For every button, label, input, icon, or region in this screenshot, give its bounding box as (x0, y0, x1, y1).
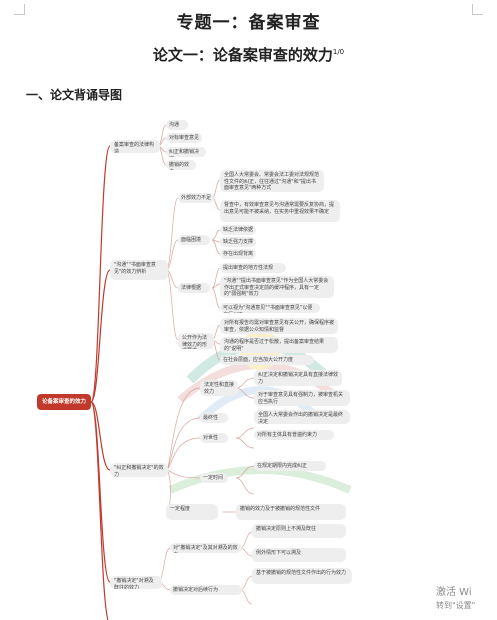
branch-node-correction-revocation: "纠正和撤销决定"的效力 (110, 463, 168, 477)
note-node: 对所有报告均需对审查意见有关公开，确保程序被审查，依据公众知情和监督 (220, 318, 338, 334)
note-node: 例外情形下可以溯及 (252, 548, 346, 562)
sub-node: 公开作为法律效力的形式要求 (178, 333, 214, 349)
note-node: 缺乏强力支撑 (220, 237, 256, 247)
branch-node-legal-structure: 备案审查的法律构造 (110, 140, 160, 153)
note-node: 对所有主体具有普遍约束力 (254, 430, 334, 440)
page-corner-mark-left (14, 4, 25, 15)
paper-subtitle: 论文一：论备案审查的效力1/0 (152, 46, 345, 64)
note-node: 在规定期限内完成纠正 (254, 461, 326, 471)
sub-node: 一定时间 (200, 473, 228, 483)
sub-node: 外部效力不足 (178, 193, 214, 203)
leaf-node: 纠正和撤销决定 (166, 147, 206, 157)
note-node: 撤销的效力及于被撤销的规范性文件 (236, 504, 346, 520)
note-node: 全国人大常委会作出的撤销决定是最终决定 (254, 410, 350, 424)
mindmap-root-node: 论备案审查的效力 (37, 394, 91, 410)
note-node: 对于审查意见具有强制力，被审查机关应当执行 (254, 390, 350, 406)
subtitle-superscript: 1/0 (332, 48, 345, 56)
note-node: "沟通""提出书面审查意见"作为全国人大常委会作出正式审查决定前的缓冲程序，具有… (220, 276, 334, 298)
page-title: 专题一：备案审查 (176, 13, 321, 33)
note-node: 可以视为"沟通意见""书面审查意见"以便自行纠正 (220, 303, 320, 313)
note-node: 提出审查的地方性法规 (220, 263, 286, 273)
sub-node: 撤销决定对后续行为 (170, 585, 242, 595)
branch-node-communication-opinion: "沟通""书面审查意见"的效力辨析 (110, 260, 168, 280)
note-node: 存在出现背离 (220, 249, 256, 259)
section-heading: 一、论文背诵导图 (26, 88, 123, 102)
note-node: 在社会层面，应当加大公开力度 (220, 355, 314, 365)
system-activation-notice: 激活 Wi (436, 587, 472, 598)
system-activation-hint: 转到"设置" (436, 601, 476, 610)
sub-node: 面临困境 (178, 235, 210, 245)
sub-node: 最终性 (200, 413, 228, 423)
leaf-node: 沟通 (166, 120, 188, 130)
note-node: 缺乏法律依据 (220, 225, 256, 235)
sub-node: 对世性 (200, 433, 228, 443)
sub-node: 一定程度 (166, 504, 218, 520)
branch-node-retroactive-effect: "撤销决定"对溯及既往的效力 (110, 576, 162, 589)
note-node: 沟通的程序是否过于松散，提出备案审查结果的"说明" (220, 337, 338, 353)
sub-node: 对"撤销决定"及其对溯及的效力 (170, 543, 242, 553)
leaf-node: 撤销的效力 (166, 160, 196, 170)
sub-node: 法律根据 (178, 283, 210, 293)
note-node: 纠正决定和撤销决定具有直接法律效力 (254, 370, 342, 386)
note-node: 撤销决定原则上不溯及既往 (252, 524, 346, 538)
note-node: 全国人大常委会、常委会法工委对法规规范性文件的纠正，往往通过"沟通"和"提出书面… (220, 170, 324, 192)
page-corner-mark-right (472, 4, 483, 15)
sub-node: 法定性和直接效力 (200, 380, 238, 396)
note-node: 督查中，有效审查意见与沟通常需要反复协商，提出意见可能不被采纳，在实务中重视效果… (220, 200, 340, 222)
leaf-node: 对标审查意见 (166, 133, 202, 143)
note-node: 基于被撤销的规范性文件作出的行为效力 (252, 568, 352, 584)
